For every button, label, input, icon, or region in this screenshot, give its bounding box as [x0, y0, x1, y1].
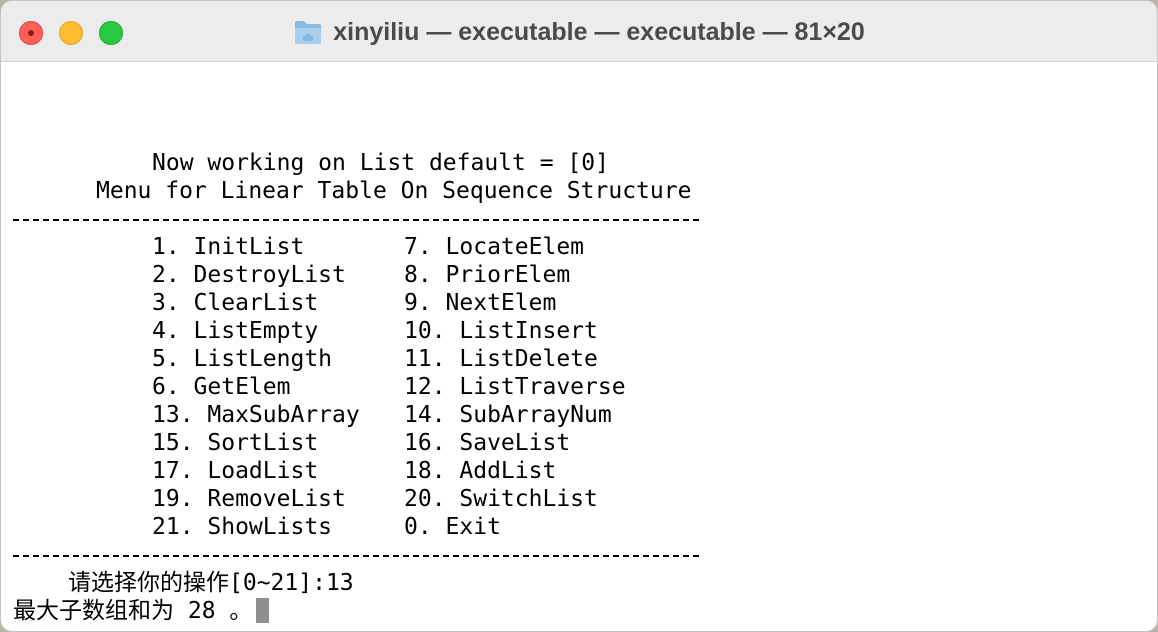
menu-item: 7. LocateElem — [404, 234, 585, 260]
menu-item: 20. SwitchList — [404, 486, 598, 512]
menu-row: 19. RemoveList 20. SwitchList — [13, 485, 713, 513]
menu-item: 15. SortList — [152, 430, 319, 456]
terminal-output[interactable]: Now working on List default = [0] Menu f… — [13, 67, 1149, 631]
menu-item: 10. ListInsert — [404, 318, 598, 344]
menu-row: 1. InitList 7. LocateElem — [13, 233, 713, 261]
window-title-group: xinyiliu — executable — executable — 81×… — [1, 15, 1157, 49]
menu-row: 13. MaxSubArray 14. SubArrayNum — [13, 401, 713, 429]
menu-item: 5. ListLength — [152, 346, 333, 372]
menu-row: 15. SortList 16. SaveList — [13, 429, 713, 457]
prompt-input: 13 — [325, 570, 354, 596]
menu-item: 12. ListTraverse — [404, 374, 626, 400]
menu-item: 4. ListEmpty — [152, 318, 319, 344]
menu-row: 2. DestroyList 8. PriorElem — [13, 261, 713, 289]
folder-icon — [293, 18, 323, 46]
window-title: xinyiliu — executable — executable — 81×… — [333, 17, 865, 46]
menu-item: 19. RemoveList — [152, 486, 346, 512]
result-text: 最大子数组和为 28 。 — [13, 598, 253, 624]
divider-top — [13, 219, 699, 221]
text-cursor — [256, 598, 270, 623]
menu-item: 8. PriorElem — [404, 262, 571, 288]
minimize-button[interactable] — [59, 21, 83, 45]
menu-row: 4. ListEmpty 10. ListInsert — [13, 317, 713, 345]
menu-item: 0. Exit — [404, 514, 501, 540]
menu-item: 21. ShowLists — [152, 514, 333, 540]
current-list-line: Now working on List default = [0] — [152, 150, 609, 176]
menu-title-line: Menu for Linear Table On Sequence Struct… — [96, 178, 692, 204]
menu-item: 1. InitList — [152, 234, 305, 260]
menu-item: 17. LoadList — [152, 458, 319, 484]
title-bar[interactable]: xinyiliu — executable — executable — 81×… — [1, 1, 1157, 62]
menu-item: 16. SaveList — [404, 430, 571, 456]
menu-item: 18. AddList — [404, 458, 557, 484]
divider-bottom — [13, 555, 699, 557]
menu-item: 3. ClearList — [152, 290, 319, 316]
close-button[interactable] — [19, 21, 43, 45]
menu-row: 21. ShowLists 0. Exit — [13, 513, 713, 541]
menu-item: 14. SubArrayNum — [404, 402, 612, 428]
result-line: 最大子数组和为 28 。 — [13, 597, 270, 625]
menu-row: 3. ClearList 9. NextElem — [13, 289, 713, 317]
zoom-button[interactable] — [99, 21, 123, 45]
menu-item: 6. GetElem — [152, 374, 291, 400]
menu-item: 11. ListDelete — [404, 346, 598, 372]
menu-row: 17. LoadList 18. AddList — [13, 457, 713, 485]
prompt-line: 请选择你的操作[0~21]:13 — [68, 569, 354, 597]
menu-row: 5. ListLength 11. ListDelete — [13, 345, 713, 373]
menu-row: 6. GetElem 12. ListTraverse — [13, 373, 713, 401]
menu-item: 2. DestroyList — [152, 262, 346, 288]
prompt-label: 请选择你的操作[0~21]: — [68, 570, 326, 596]
menu-item: 13. MaxSubArray — [152, 402, 360, 428]
menu-item: 9. NextElem — [404, 290, 557, 316]
